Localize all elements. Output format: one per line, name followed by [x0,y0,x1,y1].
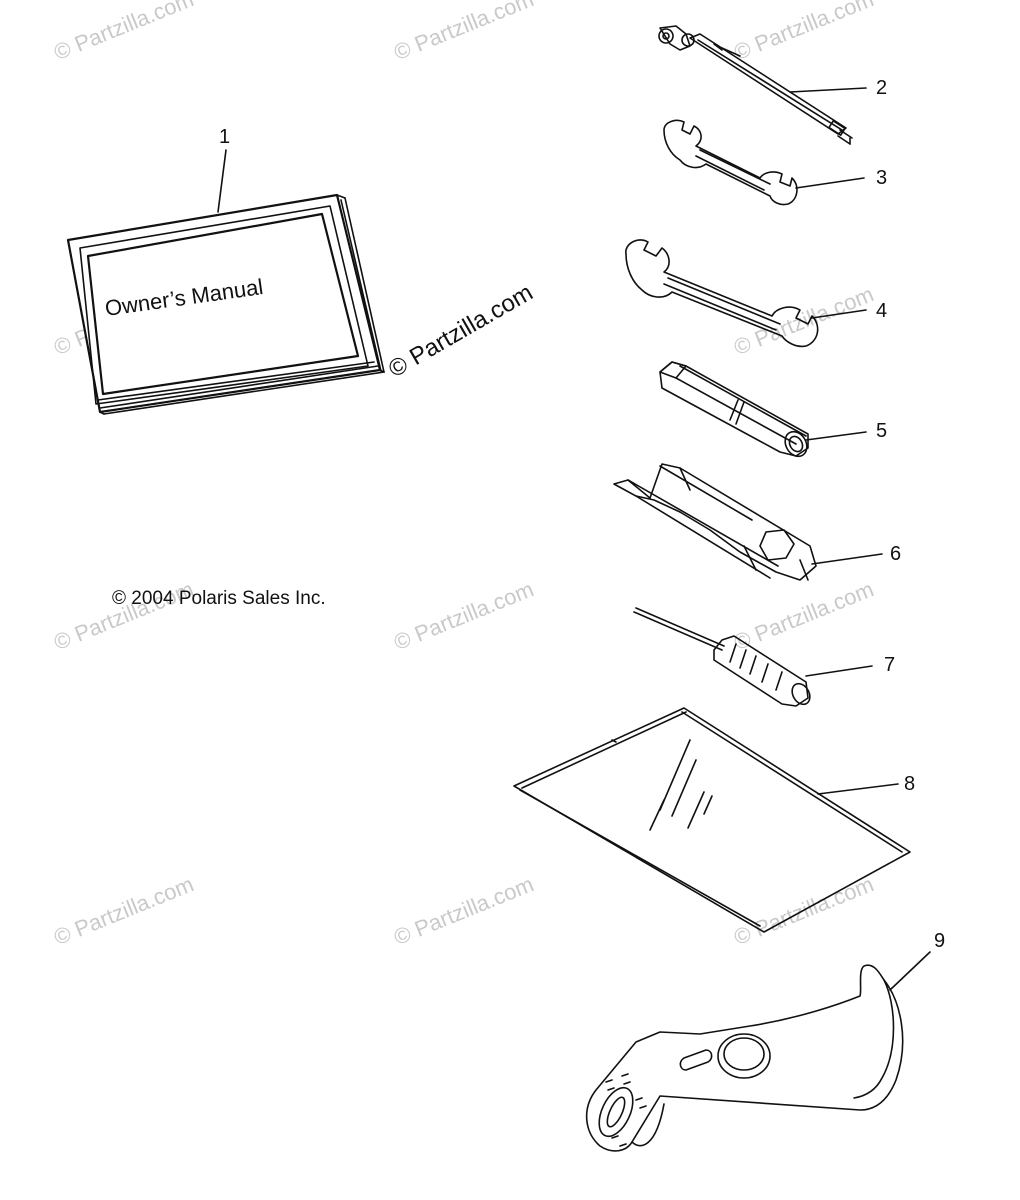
leader-line-2 [789,87,867,93]
leader-line-5 [805,431,867,441]
screwdriver [633,607,811,707]
mounting-bracket [585,964,904,1152]
spark-plug-socket [659,361,809,458]
callout-number: 4 [876,300,888,322]
leader-line-6 [811,553,883,565]
callout-number: 9 [934,930,946,952]
callout-number: 3 [876,167,888,189]
leader-line-8 [817,783,899,795]
callout-number: 5 [876,420,888,442]
copyright-notice: © 2004 Polaris Sales Inc. [112,588,326,609]
spark-plug-wrench [613,463,817,581]
leader-line-1 [217,149,227,213]
owners-manual-book [66,193,385,415]
leader-line-7 [805,665,873,677]
open-end-wrench-large [625,239,819,348]
tool-bag [513,707,911,933]
callout-number: 6 [890,543,902,565]
callout-number: 7 [884,654,896,676]
leader-line-9 [889,951,931,991]
open-end-wrench-small [663,119,798,206]
leader-line-4 [811,309,867,319]
callout-number: 2 [876,77,888,99]
callout-number: 1 [219,126,231,148]
leader-line-3 [795,177,865,189]
callout-number: 8 [904,773,916,795]
tire-pressure-gauge [658,25,853,145]
